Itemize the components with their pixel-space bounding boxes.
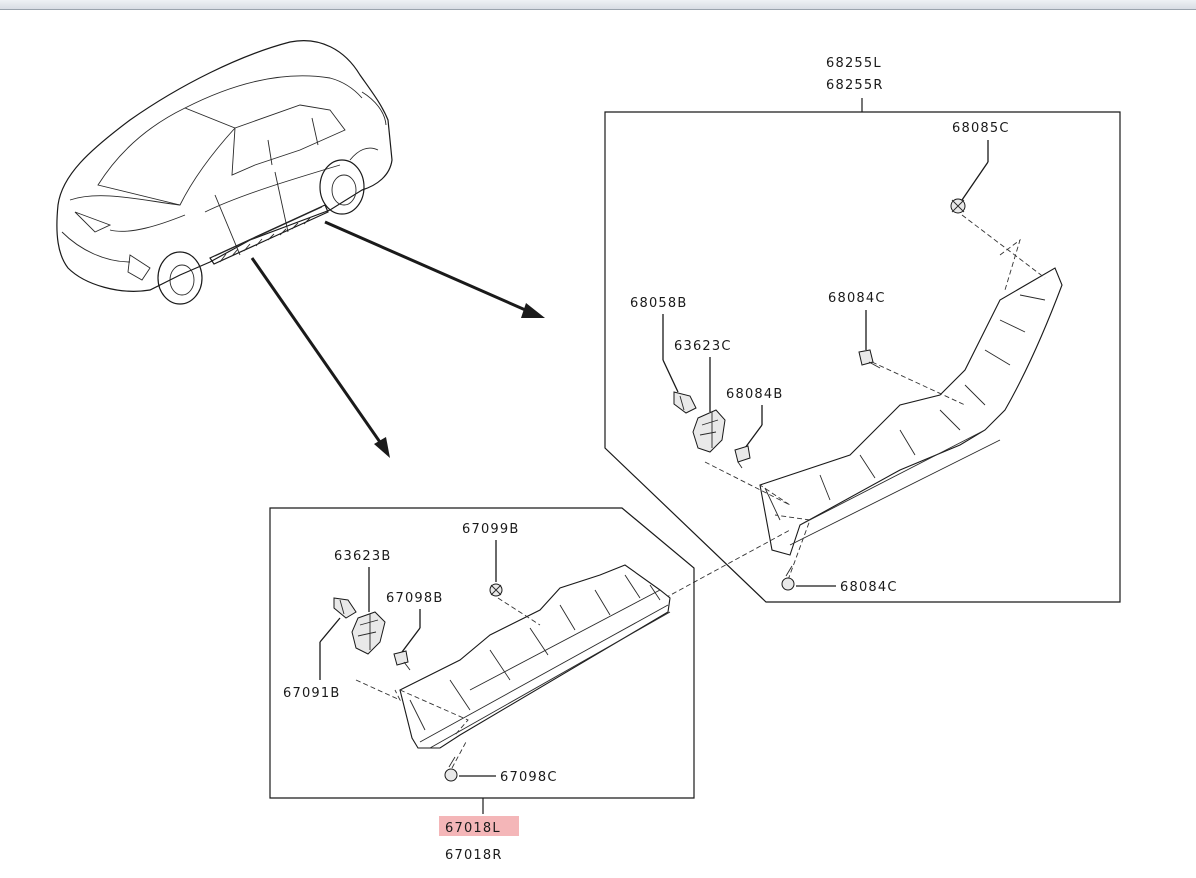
clip-68058b — [673, 391, 697, 414]
label-63623c: 63623C — [674, 339, 732, 354]
lower-guide-screw-c — [451, 741, 467, 769]
upper-group-label-left: 68255L — [826, 56, 882, 71]
label-68084b: 68084B — [726, 387, 783, 402]
screw-67098c — [444, 756, 458, 782]
label-68085c: 68085C — [952, 121, 1010, 136]
upper-guide-clip-top — [961, 214, 1046, 279]
label-67091b: 67091B — [283, 686, 340, 701]
highlight-67018l — [439, 816, 519, 836]
arrow-to-upper-group — [324, 220, 545, 318]
screw-68084c-upper — [858, 349, 881, 369]
bracket-63623b — [351, 611, 386, 655]
lower-group-frame — [269, 507, 695, 814]
vehicle-illustration — [56, 40, 393, 305]
lower-garnish-part — [399, 564, 671, 749]
upper-guide-screw-c — [871, 361, 966, 406]
lower-guide-clip-b — [497, 597, 541, 626]
upper-group-label-right: 68255R — [826, 78, 884, 93]
label-67098b: 67098B — [386, 591, 443, 606]
upper-group-frame — [604, 98, 1121, 603]
bracket-63623c — [692, 409, 726, 453]
upper-garnish-part — [759, 238, 1063, 556]
label-67099b: 67099B — [462, 522, 519, 537]
clip-67091b — [333, 597, 357, 619]
lower-group-label-right: 67018R — [445, 848, 503, 863]
clip-68085c — [950, 198, 966, 214]
lower-guide-bracket — [355, 679, 401, 701]
lower-group-label-left: 67018L — [445, 821, 501, 836]
arrow-to-lower-group — [250, 257, 390, 458]
link-lower-to-upper — [664, 529, 791, 599]
label-67098c: 67098C — [500, 770, 558, 785]
label-68084c-lower: 68084C — [840, 580, 898, 595]
screw-67098b — [393, 650, 411, 671]
label-63623b: 63623B — [334, 549, 391, 564]
screw-68084c-lower — [781, 565, 795, 591]
screw-68084b — [734, 445, 751, 469]
window-top-bar — [0, 0, 1196, 10]
label-68058b: 68058B — [630, 296, 687, 311]
label-68084c-upper: 68084C — [828, 291, 886, 306]
clip-67099b — [489, 583, 503, 597]
